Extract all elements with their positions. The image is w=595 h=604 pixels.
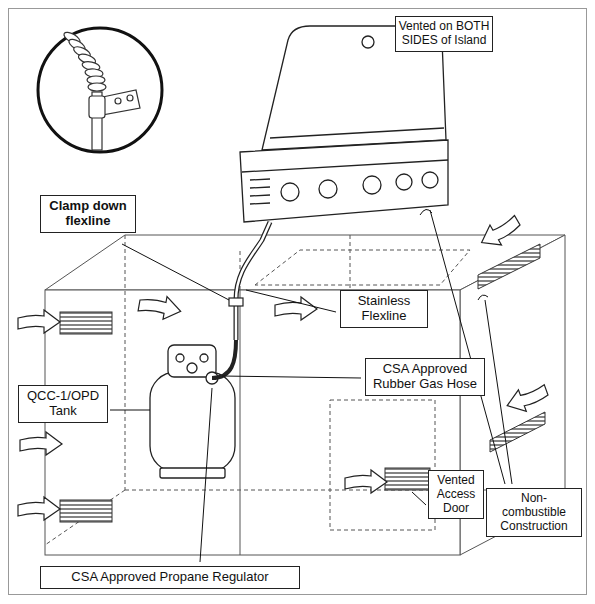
propane-tank xyxy=(150,345,235,478)
callout-box: Vented on BOTH SIDES of Island xyxy=(395,16,493,52)
grill xyxy=(240,26,448,222)
callout-text: CSA Approved Rubber Gas Hose xyxy=(368,362,482,392)
clamp-inset xyxy=(38,28,162,152)
callout-text: CSA Approved Propane Regulator xyxy=(43,570,297,585)
callout-box: QCC-1/OPD Tank xyxy=(18,385,108,423)
callout-box: CSA Approved Propane Regulator xyxy=(40,566,300,589)
callout-box: Vented Access Door xyxy=(428,470,484,519)
callout-box: Clamp down flexline xyxy=(40,195,136,233)
callout-text: Non-combustible Construction xyxy=(489,492,579,533)
callout-text: QCC-1/OPD Tank xyxy=(21,389,105,419)
callout-box: Stainless Flexline xyxy=(340,290,428,328)
gas-line xyxy=(212,222,270,378)
callout-box: CSA Approved Rubber Gas Hose xyxy=(365,358,485,396)
callout-text: Stainless Flexline xyxy=(343,294,425,324)
callout-text: Vented Access Door xyxy=(431,474,481,515)
leader-lines xyxy=(110,209,512,562)
callout-text: Vented on BOTH SIDES of Island xyxy=(398,20,490,48)
callout-text: Clamp down flexline xyxy=(43,199,133,229)
vent-grilles xyxy=(60,244,545,522)
airflow-arrows xyxy=(18,91,551,520)
callout-box: Non-combustible Construction xyxy=(486,488,582,537)
